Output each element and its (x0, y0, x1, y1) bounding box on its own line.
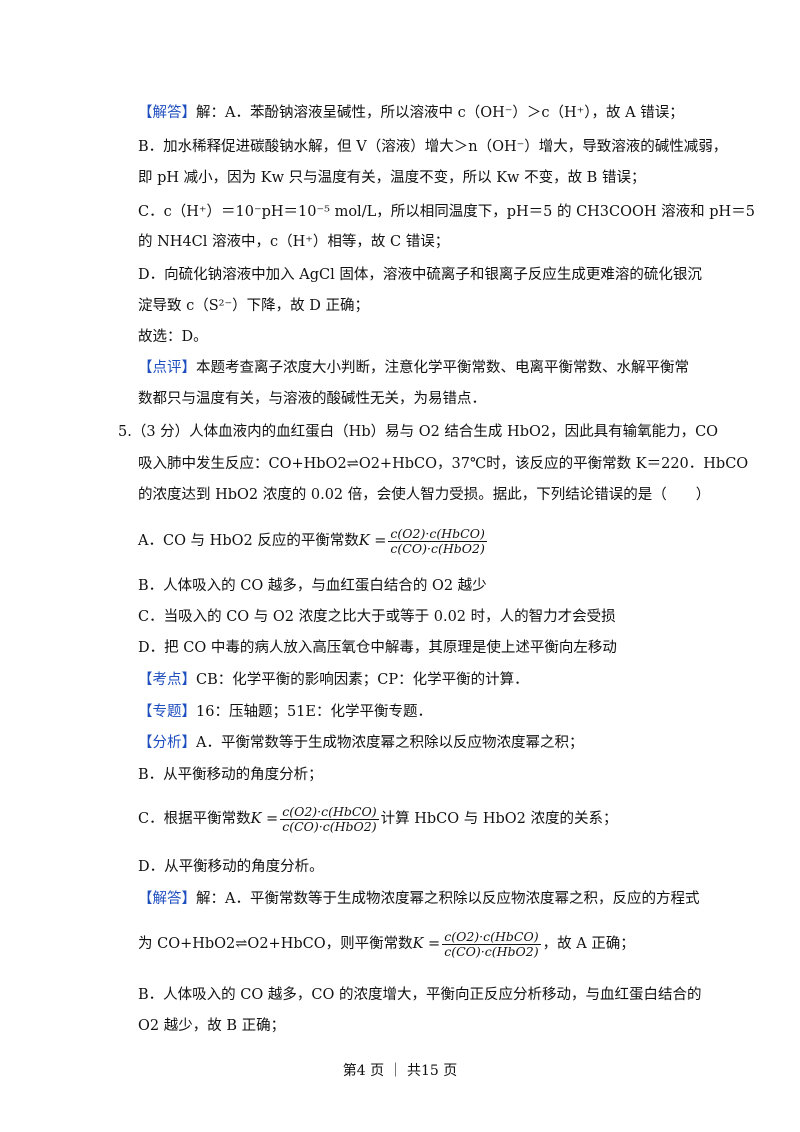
fenxi-a: 【分析】A．平衡常数等于生成物浓度幂之积除以反应物浓度幂之积； (138, 733, 583, 753)
jieda-a2-post: ，故 A 正确； (542, 936, 635, 952)
formula-fraction-2: c(O2)·c(HbCO)c(CO)·c(HbO2) (280, 803, 379, 834)
fenxi-c-post: 计算 HbCO 与 HbO2 浓度的关系； (380, 811, 618, 827)
jieda-b1: B．人体吸入的 CO 越多，CO 的浓度增大，平衡向正反应分析移动，与血红蛋白结… (138, 987, 702, 1003)
analysis-a-text: 解：A．苯酚钠溶液呈碱性，所以溶液中 c（OH⁻）＞c（H⁺），故 A 错误； (196, 105, 684, 121)
page-footer: 第4 页 ｜ 共15 页 (342, 1063, 458, 1079)
formula-k: K = (358, 533, 387, 549)
q4-analysis-d1: D．向硫化钠溶液中加入 AgCl 固体，溶液中硫离子和银离子反应生成更难溶的硫化… (138, 267, 702, 283)
zhuanti-text: 16：压轴题；51E：化学平衡专题． (196, 704, 432, 720)
analysis-label: 【解答】 (138, 105, 196, 121)
zhuanti-line: 【专题】16：压轴题；51E：化学平衡专题． (138, 702, 432, 722)
jieda-a1: 【解答】解：A．平衡常数等于生成物浓度幂之积除以反应物浓度幂之积，反应的方程式 (138, 889, 699, 909)
jieda-a2-pre: 为 CO+HbO2⇌O2+HbCO，则平衡常数 (138, 936, 413, 952)
kaodian-line: 【考点】CB：化学平衡的影响因素；CP：化学平衡的计算． (138, 670, 529, 690)
fenxi-d: D．从平衡移动的角度分析。 (138, 859, 324, 875)
formula-denominator-2: c(CO)·c(HbO2) (282, 818, 377, 834)
formula-numerator-2: c(O2)·c(HbCO) (280, 803, 379, 820)
zhuanti-label: 【专题】 (138, 704, 196, 720)
q4-analysis-b2: 即 pH 减小，因为 Kw 只与温度有关，温度不变，所以 Kw 不变，故 B 错… (138, 170, 646, 186)
q4-analysis-d2: 淀导致 c（S²⁻）下降，故 D 正确； (138, 298, 369, 314)
formula-k-3: K = (412, 936, 441, 952)
q5-stem-3: 的浓度达到 HbO2 浓度的 0.02 倍，会使人智力受损。据此，下列结论错误的… (138, 487, 711, 503)
formula-denominator: c(CO)·c(HbO2) (390, 540, 485, 556)
comment-label: 【点评】 (138, 360, 196, 376)
option-a-text: A．CO 与 HbO2 反应的平衡常数 (138, 533, 359, 549)
fenxi-a-text: A．平衡常数等于生成物浓度幂之积除以反应物浓度幂之积； (196, 735, 584, 751)
formula-denominator-3: c(CO)·c(HbO2) (444, 943, 539, 959)
q4-analysis-c1: C．c（H⁺）＝10⁻pH＝10⁻⁵ mol/L，所以相同温度下，pH＝5 的 … (138, 204, 755, 220)
fenxi-label: 【分析】 (138, 735, 196, 751)
q5-option-c: C．当吸入的 CO 与 O2 浓度之比大于或等于 0.02 时，人的智力才会受损 (138, 609, 616, 625)
jieda-a1-text: 解：A．平衡常数等于生成物浓度幂之积除以反应物浓度幂之积，反应的方程式 (196, 891, 700, 907)
fenxi-c: C．根据平衡常数K =c(O2)·c(HbCO)c(CO)·c(HbO2)计算 … (138, 800, 618, 838)
q4-analysis-c2: 的 NH4Cl 溶液中，c（H⁺）相等，故 C 错误； (138, 234, 450, 250)
q4-comment-1: 【点评】本题考查离子浓度大小判断，注意化学平衡常数、电离平衡常数、水解平衡常 (138, 358, 689, 378)
jieda-b2: O2 越少，故 B 正确； (138, 1018, 286, 1034)
question-number: 5. (118, 424, 132, 440)
comment-text-1: 本题考查离子浓度大小判断，注意化学平衡常数、电离平衡常数、水解平衡常 (196, 360, 689, 376)
formula-numerator-3: c(O2)·c(HbCO) (442, 928, 541, 945)
jieda-label: 【解答】 (138, 891, 196, 907)
q5-option-b: B．人体吸入的 CO 越多，与血红蛋白结合的 O2 越少 (138, 578, 487, 594)
kaodian-text: CB：化学平衡的影响因素；CP：化学平衡的计算． (196, 672, 529, 688)
q5-stem-text-1: （3 分）人体血液内的血红蛋白（Hb）易与 O2 结合生成 HbO2，因此具有输… (131, 424, 719, 440)
formula-fraction-3: c(O2)·c(HbCO)c(CO)·c(HbO2) (442, 928, 541, 959)
q5-option-a: A．CO 与 HbO2 反应的平衡常数K =c(O2)·c(HbCO)c(CO)… (138, 522, 489, 560)
q5-option-d: D．把 CO 中毒的病人放入高压氧仓中解毒，其原理是使上述平衡向左移动 (138, 640, 617, 656)
q4-comment-2: 数都只与温度有关，与溶液的酸碱性无关，为易错点． (138, 391, 486, 407)
jieda-a2: 为 CO+HbO2⇌O2+HbCO，则平衡常数K =c(O2)·c(HbCO)c… (138, 925, 635, 963)
q5-stem-2: 吸入肺中发生反应：CO+HbO2⇌O2+HbCO，37℃时，该反应的平衡常数 K… (138, 456, 749, 472)
q4-choice: 故选：D。 (138, 329, 208, 345)
fenxi-b: B．从平衡移动的角度分析； (138, 767, 323, 783)
q4-analysis-a: 【解答】解：A．苯酚钠溶液呈碱性，所以溶液中 c（OH⁻）＞c（H⁺），故 A … (138, 103, 684, 123)
formula-fraction: c(O2)·c(HbCO)c(CO)·c(HbO2) (388, 525, 487, 556)
q5-stem-1: 5.（3 分）人体血液内的血红蛋白（Hb）易与 O2 结合生成 HbO2，因此具… (118, 422, 718, 442)
formula-k-2: K = (250, 811, 279, 827)
kaodian-label: 【考点】 (138, 672, 196, 688)
fenxi-c-pre: C．根据平衡常数 (138, 811, 251, 827)
formula-numerator: c(O2)·c(HbCO) (388, 525, 487, 542)
q4-analysis-b1: B．加水稀释促进碳酸钠水解，但 V（溶液）增大＞n（OH⁻）增大，导致溶液的碱性… (138, 139, 728, 155)
